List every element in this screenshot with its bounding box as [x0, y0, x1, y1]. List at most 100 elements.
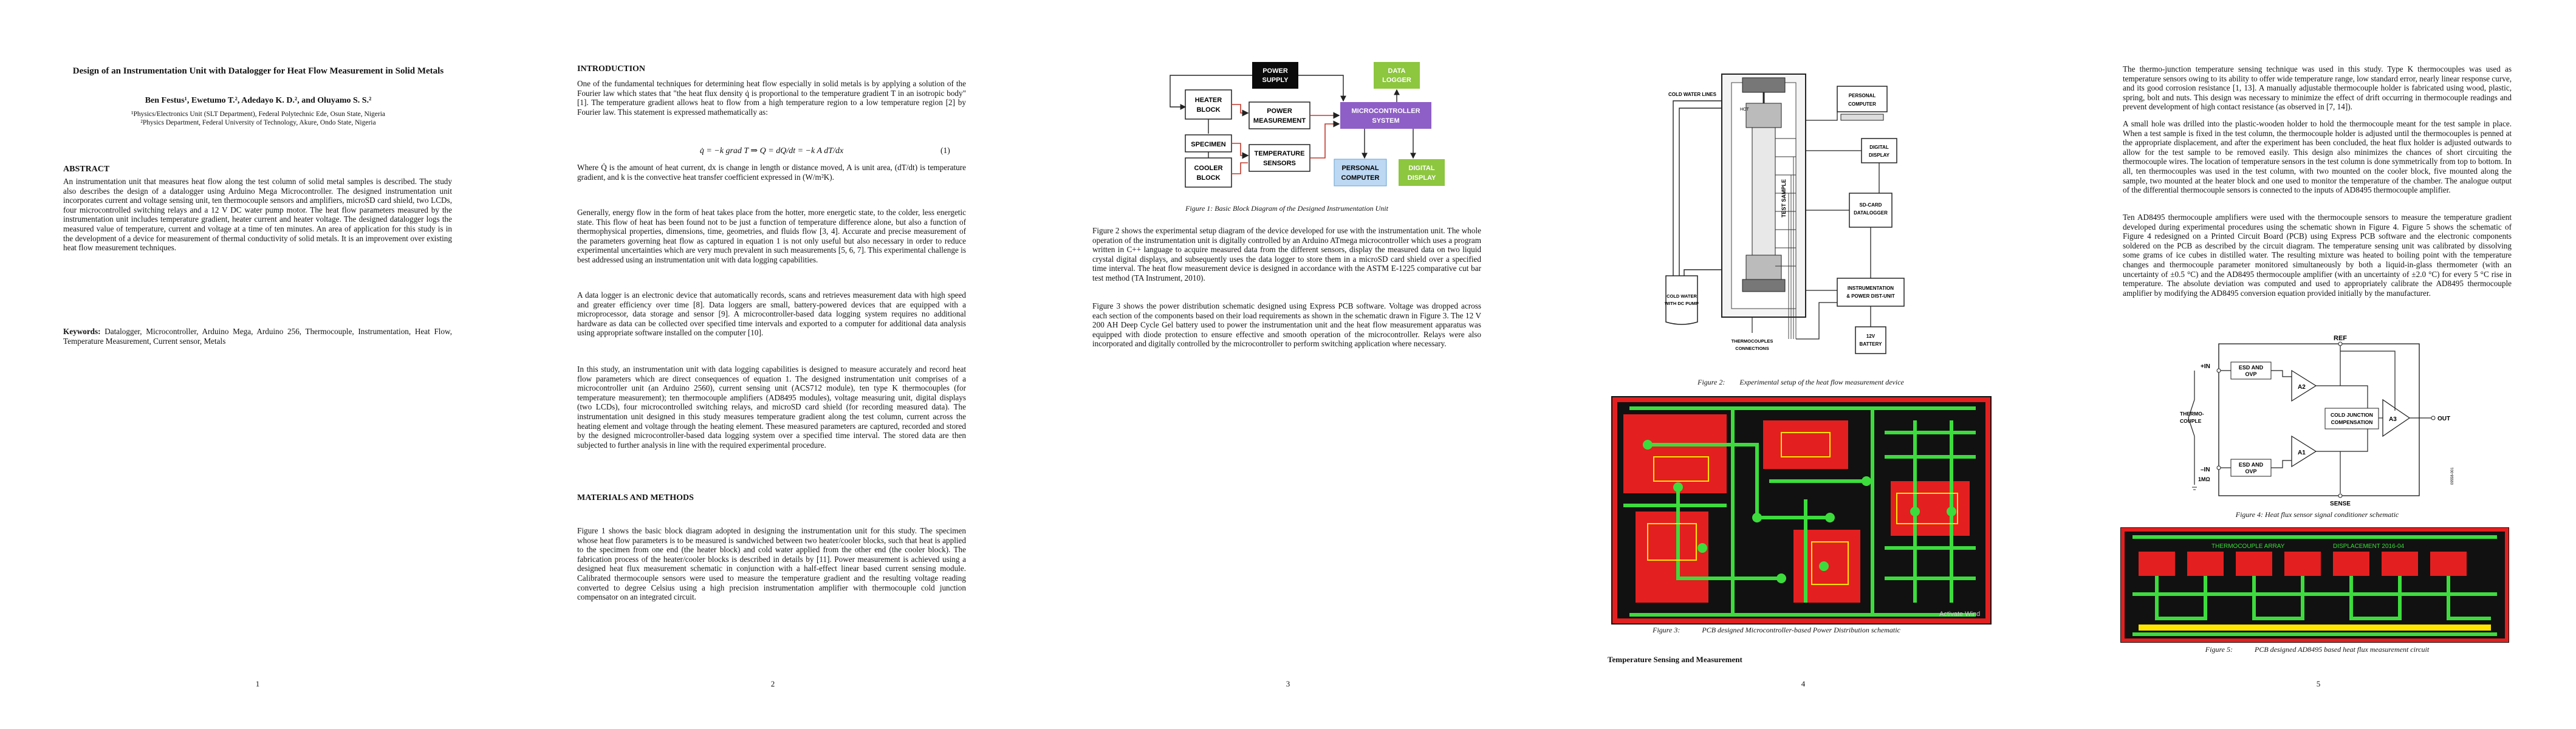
- svg-text:LOGGER: LOGGER: [1382, 77, 1411, 84]
- label-out: OUT: [2437, 416, 2450, 422]
- svg-text:SUPPLY: SUPPLY: [1262, 77, 1289, 84]
- block-personal-computer: PERSONAL: [1341, 165, 1379, 172]
- page-5: The thermo-junction temperature sensing …: [2061, 0, 2576, 729]
- affiliation-2: ²Physics Department, Federal University …: [140, 119, 376, 126]
- figure-5-pcb: DISPLACEMENT 2016-04 THERMOCOUPLE ARRAY: [2120, 527, 2509, 643]
- label-minus-in: –IN: [2201, 467, 2210, 473]
- label-plus-in: +IN: [2201, 363, 2210, 370]
- svg-text:BATTERY: BATTERY: [1860, 341, 1883, 347]
- cold-junction-compensation: COLD JUNCTION: [2331, 412, 2373, 418]
- svg-text:& POWER DIST-UNIT: & POWER DIST-UNIT: [1846, 293, 1895, 299]
- page-number: 4: [1801, 679, 1806, 688]
- section-heading-temperature: Temperature Sensing and Measurement: [1608, 655, 1742, 664]
- label-instrumentation-unit: INSTRUMENTATION: [1848, 286, 1894, 291]
- intro-paragraph-3: Generally, energy flow in the form of he…: [577, 208, 966, 264]
- label-digital-display: DIGITAL: [1869, 145, 1889, 150]
- block-cooler: COOLER: [1194, 165, 1222, 172]
- label-a2: A2: [2298, 384, 2306, 391]
- svg-text:BLOCK: BLOCK: [1196, 174, 1220, 182]
- esd-ovp-top: ESD AND: [2239, 364, 2264, 371]
- temperature-paragraph-3: Ten AD8495 thermocouple amplifiers were …: [2123, 213, 2512, 298]
- temperature-paragraph-2: A small hole was drilled into the plasti…: [2123, 119, 2512, 195]
- figure-4-caption: Figure 4: Heat flux sensor signal condit…: [2235, 510, 2399, 519]
- keywords-label: Keywords:: [63, 327, 101, 336]
- svg-text:SYSTEM: SYSTEM: [1372, 117, 1399, 125]
- affiliation-1: ¹Physics/Electronics Unit (SLT Departmen…: [131, 111, 385, 118]
- figure-1-block-diagram: POWER SUPPLY DATA LOGGER HEATER BLOCK PO…: [1170, 62, 1445, 188]
- label-test-sample: TEST SAMPLE: [1781, 179, 1787, 217]
- page-number: 3: [1286, 679, 1290, 688]
- pcb-text-2: THERMOCOUPLE ARRAY: [2211, 543, 2285, 550]
- keywords-text: Datalogger, Microcontroller, Arduino Meg…: [63, 327, 453, 346]
- figure-2-text: Experimental setup of the heat flow meas…: [1739, 378, 1904, 386]
- abstract-text: An instrumentation unit that measures he…: [63, 177, 452, 253]
- paragraph-figure-3: Figure 3 shows the power distribution sc…: [1092, 301, 1481, 349]
- label-ref: REF: [2334, 335, 2347, 342]
- page-number: 1: [255, 679, 260, 688]
- svg-text:WITH DC PUMP: WITH DC PUMP: [1665, 301, 1699, 306]
- label-cold-water-lines: COLD WATER LINES: [1668, 92, 1717, 97]
- svg-text:BLOCK: BLOCK: [1196, 106, 1220, 114]
- svg-text:MEASUREMENT: MEASUREMENT: [1253, 117, 1306, 125]
- figure-5-caption: Figure 5: PCB designed AD8495 based heat…: [2123, 645, 2512, 654]
- block-power-supply: POWER: [1262, 67, 1288, 75]
- section-heading-introduction: INTRODUCTION: [577, 64, 646, 74]
- label-a1: A1: [2298, 450, 2306, 456]
- block-temperature-sensors: TEMPERATURE: [1255, 150, 1305, 157]
- pcb-text-1: DISPLACEMENT 2016-04: [2333, 543, 2405, 550]
- methods-paragraph-1: Figure 1 shows the basic block diagram a…: [577, 526, 966, 602]
- label-cold-water-pump: COLD WATER: [1667, 293, 1697, 299]
- figure-5-text: PCB designed AD8495 based heat flux meas…: [2255, 645, 2430, 654]
- svg-text:COMPENSATION: COMPENSATION: [2331, 419, 2373, 425]
- abstract-heading: ABSTRACT: [63, 165, 110, 174]
- label-hot: HOT: [1740, 108, 1750, 112]
- block-data-logger: DATA: [1388, 67, 1406, 75]
- section-heading-methods: MATERIALS AND METHODS: [577, 493, 694, 502]
- keywords: Keywords: Datalogger, Microcontroller, A…: [63, 327, 452, 346]
- figure-3-pcb: Activate Wind: [1611, 396, 1992, 625]
- figure-1-caption: Figure 1: Basic Block Diagram of the Des…: [1185, 204, 1388, 213]
- block-specimen: SPECIMEN: [1191, 141, 1226, 148]
- paper-title: Design of an Instrumentation Unit with D…: [72, 66, 444, 76]
- label-battery: 12V: [1866, 334, 1875, 339]
- intro-paragraph-1: One of the fundamental techniques for de…: [577, 79, 966, 117]
- svg-text:DISPLAY: DISPLAY: [1869, 152, 1890, 158]
- paragraph-figure-2: Figure 2 shows the experimental setup di…: [1092, 226, 1481, 282]
- label-sense: SENSE: [2330, 501, 2351, 507]
- figure-3-label: Figure 3:: [1653, 626, 1680, 634]
- svg-text:DATALOGGER: DATALOGGER: [1854, 210, 1888, 216]
- block-microcontroller: MICROCONTROLLER: [1351, 108, 1420, 115]
- label-sd-card-datalogger: SD-CARD: [1860, 202, 1882, 208]
- label-a3: A3: [2389, 416, 2397, 423]
- pcb-watermark: Activate Wind: [1939, 611, 1980, 618]
- label-thermocouple: THERMO-: [2180, 411, 2204, 417]
- figure-4-code: 09558-001: [2451, 467, 2454, 485]
- figure-4-schematic: REF +IN –IN ESD AND OVP ESD AND OVP A2 A…: [2180, 335, 2454, 507]
- figure-2-experimental-setup: HOT TEST SAMPLE COLD WATER LINES COLD WA…: [1665, 74, 1905, 354]
- page-4: HOT TEST SAMPLE COLD WATER LINES COLD WA…: [1546, 0, 2061, 729]
- figure-2-caption: Figure 2: Experimental setup of the heat…: [1619, 378, 1983, 387]
- page-number: 5: [2316, 679, 2321, 688]
- svg-text:SENSORS: SENSORS: [1263, 160, 1296, 167]
- svg-text:OVP: OVP: [2245, 371, 2256, 377]
- intro-paragraph-2: Where Q̇ is the amount of heat current, …: [577, 163, 966, 182]
- svg-text:COMPUTER: COMPUTER: [1341, 174, 1380, 182]
- svg-text:COMPUTER: COMPUTER: [1848, 101, 1876, 107]
- author-list: Ben Festus¹, Ewetumo T.², Adedayo K. D.²…: [145, 96, 372, 105]
- temperature-paragraph-1: The thermo-junction temperature sensing …: [2123, 64, 2512, 112]
- figure-3-text: PCB designed Microcontroller-based Power…: [1702, 626, 1900, 634]
- block-power-measurement: POWER: [1267, 108, 1292, 115]
- svg-text:DISPLAY: DISPLAY: [1408, 174, 1436, 182]
- svg-text:COUPLE: COUPLE: [2180, 418, 2202, 424]
- label-thermocouples-connections: THERMOCOUPLES: [1732, 338, 1773, 344]
- intro-paragraph-5: In this study, an instrumentation unit w…: [577, 364, 966, 450]
- esd-ovp-bottom: ESD AND: [2239, 462, 2264, 468]
- equation-1: q̇ = −k grad T ⇒ Q = dQ/dt = −k A dT/dx: [699, 146, 844, 156]
- page-number: 2: [770, 679, 775, 688]
- label-personal-computer: PERSONAL: [1849, 93, 1876, 98]
- label-1mohm: 1MΩ: [2198, 476, 2210, 482]
- figure-2-label: Figure 2:: [1697, 378, 1725, 386]
- page-2: INTRODUCTION One of the fundamental tech…: [515, 0, 1030, 729]
- figure-3-caption: Figure 3: PCB designed Microcontroller-b…: [1582, 626, 1971, 635]
- block-digital-display: DIGITAL: [1408, 165, 1434, 172]
